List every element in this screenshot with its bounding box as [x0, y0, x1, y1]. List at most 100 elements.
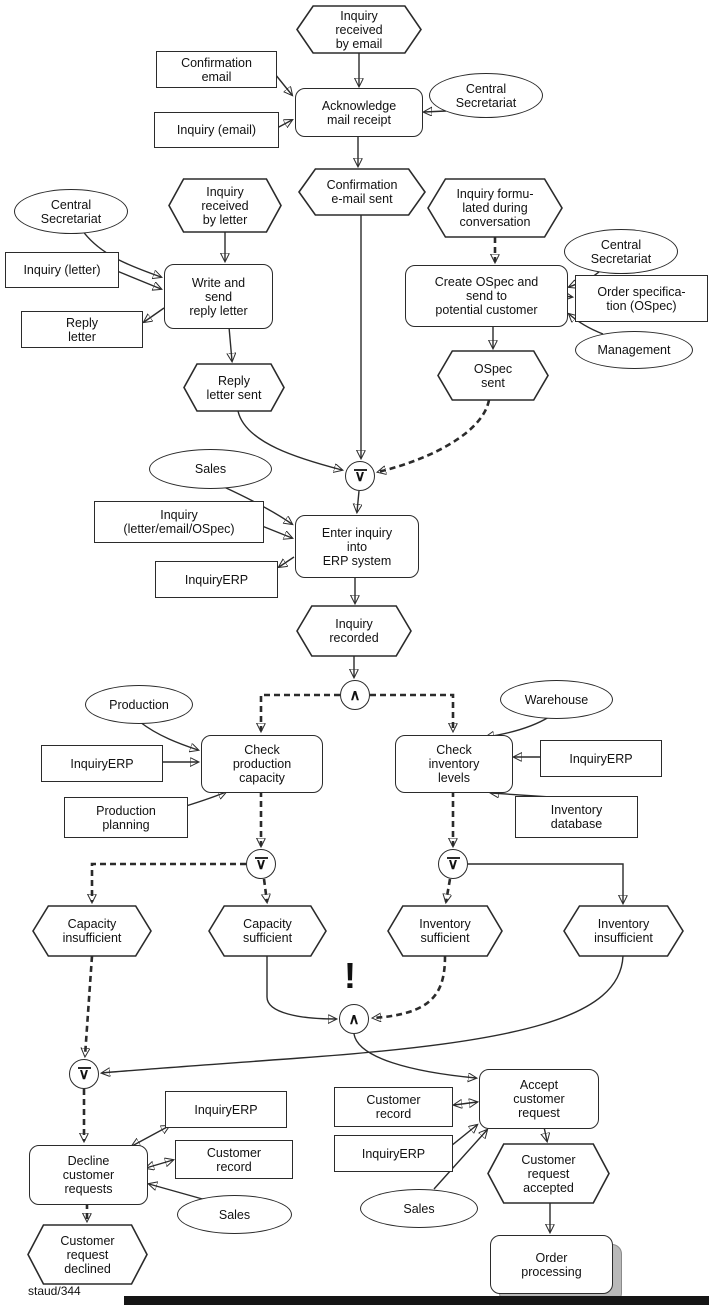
- node-label: Inventory database: [550, 803, 603, 831]
- doc-inquiry-erp-2: InquiryERP: [41, 745, 163, 782]
- doc-customer-record-2: Customer record: [334, 1087, 453, 1127]
- xor-bar-icon: [353, 469, 367, 471]
- event-customer-request-declined: Customer request declined: [28, 1225, 147, 1284]
- org-central-secretariat-right: Central Secretariat: [564, 229, 678, 274]
- function-accept-customer-request: Accept customer request: [479, 1069, 599, 1129]
- function-enter-inquiry-into-erp: Enter inquiry into ERP system: [295, 515, 419, 578]
- node-label: Inquiry formu- lated during conversation: [456, 187, 534, 229]
- node-label: Inventory insufficient: [594, 917, 653, 945]
- xor-connector-merge-inquiries: ∨: [345, 461, 375, 491]
- event-inquiry-received-by-email: Inquiry received by email: [297, 6, 421, 53]
- xor-symbol-icon: ∨: [447, 856, 459, 873]
- node-label: Inquiry recorded: [329, 617, 379, 645]
- event-reply-letter-sent: Reply letter sent: [184, 364, 284, 411]
- node-label: Inquiry received by letter: [201, 184, 249, 227]
- node-label: Check inventory levels: [428, 743, 480, 785]
- hexagon-shape: [184, 364, 284, 411]
- doc-reply-letter: Reply letter: [21, 311, 143, 348]
- event-capacity-sufficient: Capacity sufficient: [209, 906, 326, 956]
- function-create-ospec: Create OSpec and send to potential custo…: [405, 265, 568, 327]
- node-label: Write and send reply letter: [189, 275, 248, 318]
- doc-order-specification: Order specifica- tion (OSpec): [575, 275, 708, 322]
- node-label: Create OSpec and send to potential custo…: [434, 275, 539, 317]
- and-symbol-icon: ∧: [349, 686, 361, 704]
- org-sales-decline: Sales: [177, 1195, 292, 1234]
- event-customer-request-accepted: Customer request accepted: [488, 1144, 609, 1203]
- function-check-production-capacity: Check production capacity: [201, 735, 323, 793]
- event-inquiry-received-by-letter: Inquiry received by letter: [169, 179, 281, 232]
- node-label: Inquiry (letter): [23, 263, 101, 277]
- hexagon-shape: [299, 169, 425, 215]
- node-label: Central Secretariat: [590, 237, 652, 266]
- node-label: Capacity sufficient: [242, 917, 293, 945]
- event-inquiry-formulated-during-conversation: Inquiry formu- lated during conversation: [428, 179, 562, 237]
- doc-inquiry-letter: Inquiry (letter): [5, 252, 119, 288]
- node-label: Check production capacity: [232, 743, 292, 785]
- hexagon-shape: [488, 1144, 609, 1203]
- node-label: Acknowledge mail receipt: [321, 98, 397, 127]
- node-label: Production planning: [96, 803, 156, 832]
- node-label: Order processing: [521, 1250, 582, 1279]
- doc-inquiry-erp-1: InquiryERP: [155, 561, 278, 598]
- node-label: Capacity insufficient: [62, 917, 122, 945]
- org-production: Production: [85, 685, 193, 724]
- node-label: Customer record: [206, 1145, 262, 1174]
- doc-confirmation-email: Confirmation email: [156, 51, 277, 88]
- node-label: Order specifica- tion (OSpec): [597, 284, 686, 313]
- node-label: Sales: [194, 462, 227, 476]
- node-label: Inquiry received by email: [335, 8, 383, 51]
- hexagon-shape: [388, 906, 502, 956]
- source-credit: staud/344: [28, 1284, 81, 1298]
- xor-symbol-icon: ∨: [78, 1066, 90, 1083]
- doc-customer-record-1: Customer record: [175, 1140, 293, 1179]
- xor-connector-join-decline: ∨: [69, 1059, 99, 1089]
- and-connector-split-checks: ∧: [340, 680, 370, 710]
- node-label: Customer request accepted: [521, 1152, 576, 1195]
- node-label: InquiryERP: [194, 1102, 258, 1117]
- function-check-inventory-levels: Check inventory levels: [395, 735, 513, 793]
- event-inventory-sufficient: Inventory sufficient: [388, 906, 502, 956]
- org-central-secretariat-top: Central Secretariat: [429, 73, 543, 118]
- hexagon-shape: [297, 6, 421, 53]
- function-write-and-send-reply-letter: Write and send reply letter: [164, 264, 273, 329]
- org-central-secretariat-left: Central Secretariat: [14, 189, 128, 234]
- doc-inquiry-erp-4: InquiryERP: [165, 1091, 287, 1128]
- node-label: Enter inquiry into ERP system: [321, 525, 393, 568]
- node-label: InquiryERP: [361, 1146, 426, 1161]
- event-inventory-insufficient: Inventory insufficient: [564, 906, 683, 956]
- hexagon-shape: [428, 179, 562, 237]
- page-edge-bar: [124, 1296, 709, 1305]
- xor-symbol-icon: ∨: [255, 856, 267, 873]
- doc-inquiry-erp-3: InquiryERP: [540, 740, 662, 777]
- node-label: Confirmation email: [181, 55, 252, 84]
- hexagon-shape: [564, 906, 683, 956]
- node-label: InquiryERP: [184, 572, 249, 587]
- event-ospec-sent: OSpec sent: [438, 351, 548, 400]
- doc-inquiry-email: Inquiry (email): [154, 112, 279, 148]
- xor-bar-icon: [446, 857, 460, 859]
- exclamation-annotation: !: [344, 955, 356, 996]
- node-label: Decline customer requests: [62, 1154, 115, 1196]
- node-label: Central Secretariat: [455, 81, 517, 110]
- hexagon-shape: [297, 606, 411, 656]
- hexagon-shape: [438, 351, 548, 400]
- org-warehouse: Warehouse: [500, 680, 613, 719]
- xor-connector-inventory: ∨: [438, 849, 468, 879]
- node-label: Sales: [403, 1201, 435, 1216]
- node-label: InquiryERP: [70, 756, 134, 771]
- doc-inventory-database: Inventory database: [515, 796, 638, 838]
- node-label: Accept customer request: [513, 1078, 565, 1120]
- node-label: OSpec sent: [473, 361, 513, 390]
- xor-connector-capacity: ∨: [246, 849, 276, 879]
- function-order-processing: Order processing: [490, 1235, 613, 1294]
- node-label: Production: [109, 697, 169, 712]
- node-label: Reply letter sent: [206, 373, 262, 402]
- node-label: Inquiry (email): [176, 123, 257, 137]
- hexagon-shape: [169, 179, 281, 232]
- node-label: Customer record: [366, 1093, 421, 1121]
- node-label: Inventory sufficient: [419, 917, 471, 945]
- doc-inquiry-letter-email-ospec: Inquiry (letter/email/OSpec): [94, 501, 264, 543]
- node-label: Customer request declined: [60, 1233, 115, 1276]
- node-label: Inquiry (letter/email/OSpec): [123, 508, 235, 536]
